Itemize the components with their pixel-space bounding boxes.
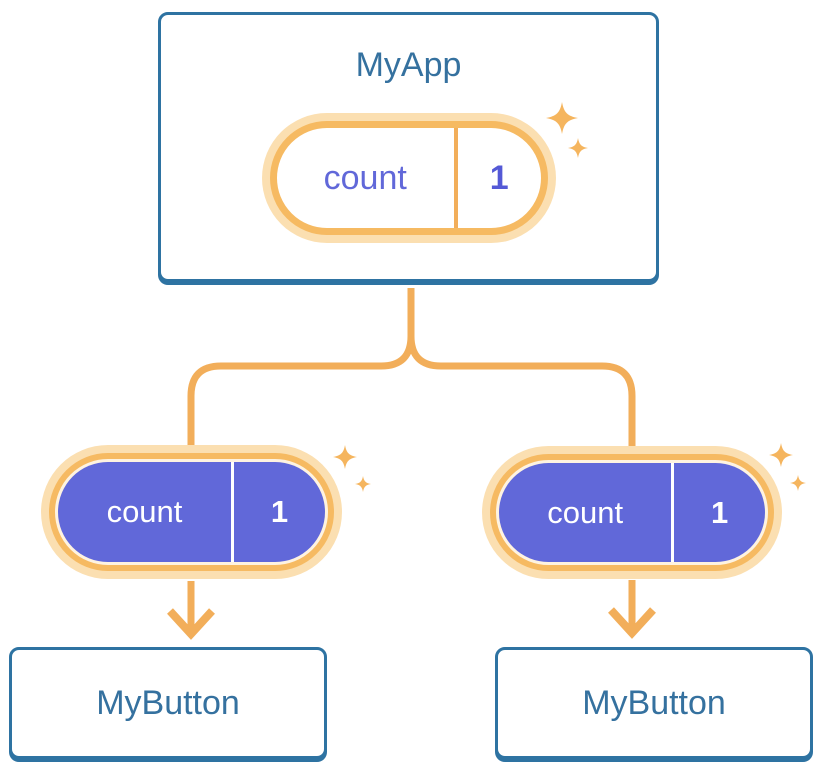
sparkle-icon	[769, 443, 806, 491]
myapp-title: MyApp	[355, 46, 462, 84]
sparkle-large	[333, 445, 357, 469]
prop-pill-value: 1	[270, 494, 289, 529]
sparkle-small	[790, 475, 806, 491]
prop-pill: count 1	[482, 446, 782, 579]
mybutton-card: MyButton	[495, 647, 813, 759]
state-pill: count 1	[261, 113, 556, 243]
sparkle-icon	[546, 102, 588, 158]
prop-pill: count 1	[41, 445, 342, 579]
arrow-head-right	[608, 607, 656, 639]
mybutton-card: MyButton	[9, 647, 327, 759]
prop-pill-value-cell: 1	[234, 462, 325, 562]
state-pill-value-cell: 1	[458, 128, 541, 228]
arrow-head-left	[167, 608, 215, 640]
state-pill-label-cell: count	[277, 128, 454, 228]
prop-pill-label-cell: count	[58, 462, 231, 562]
sparkle-large	[546, 102, 578, 134]
prop-pill-body: count 1	[499, 463, 765, 562]
prop-pill-label: count	[106, 494, 183, 529]
sparkle-small	[355, 476, 371, 492]
prop-pill-ring: count 1	[49, 453, 334, 571]
sparkle-small	[568, 138, 588, 158]
prop-pill-ring: count 1	[490, 454, 774, 571]
prop-pill-value-cell: 1	[674, 463, 765, 562]
mybutton-title: MyButton	[96, 683, 240, 722]
sparkle-icon	[333, 445, 371, 492]
prop-pill-divider	[230, 462, 234, 562]
prop-pill-value: 1	[711, 494, 729, 530]
state-pill-label: count	[323, 158, 407, 197]
prop-pill-label-cell: count	[499, 463, 671, 562]
prop-pill-label: count	[547, 494, 624, 530]
mybutton-title: MyButton	[582, 683, 726, 722]
connector-branch-left	[187, 288, 415, 446]
prop-pill-divider	[671, 463, 675, 562]
state-pill-ring: count 1	[269, 121, 548, 235]
state-pill-value: 1	[489, 158, 509, 197]
prop-pill-body: count 1	[58, 462, 325, 562]
state-pill-divider	[453, 128, 458, 228]
connector-branch-right	[407, 288, 636, 446]
sparkle-large	[769, 443, 793, 467]
